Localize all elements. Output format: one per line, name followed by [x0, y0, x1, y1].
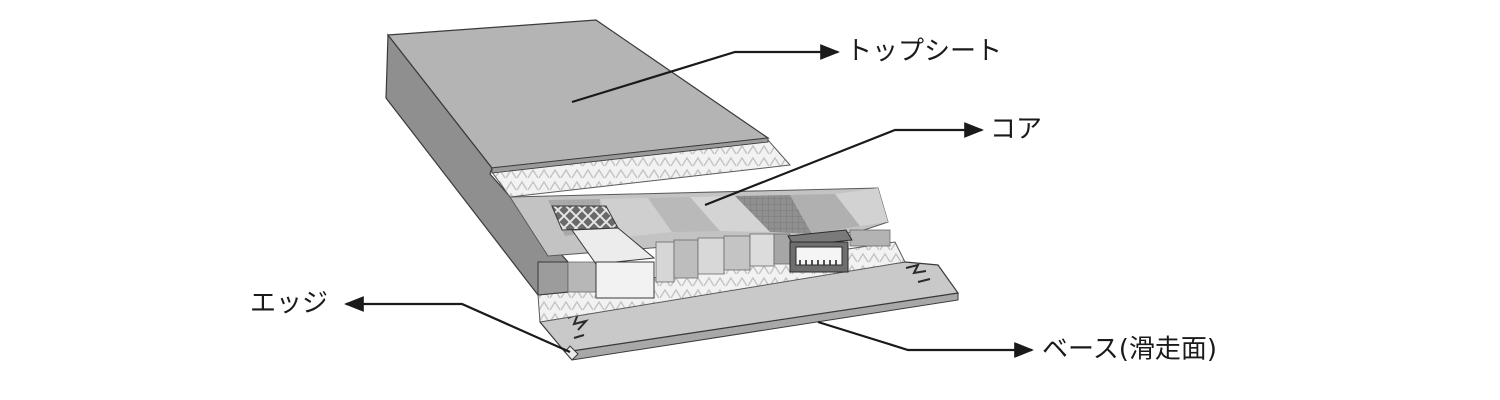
leader-line-base — [817, 320, 1034, 358]
core-front-stripe-1 — [567, 261, 597, 293]
edge-hook-right — [905, 263, 927, 275]
sidewall-front-face — [537, 261, 569, 296]
core-white-block-front — [595, 261, 655, 299]
leader-line-core — [704, 122, 984, 207]
core-front-stripe-8 — [849, 229, 891, 247]
core-strip-3 — [648, 197, 720, 232]
top-sheet-front-edge — [491, 137, 769, 174]
core-mesh-insert — [551, 205, 619, 231]
core-front-stripe-7 — [773, 233, 791, 265]
core-strip-7 — [835, 188, 888, 226]
core-box-teeth — [799, 260, 837, 265]
label-core: コア — [990, 115, 1042, 145]
core-box-window — [795, 246, 843, 266]
edge-hook-left-lower — [573, 334, 585, 339]
steel-edge-strip — [564, 345, 579, 361]
core-layer — [509, 187, 891, 299]
callout-base: ベース(滑走面) — [817, 320, 1217, 365]
callout-core: コア — [704, 115, 1042, 207]
core-strip-6 — [790, 194, 860, 234]
callout-top-sheet: トップシート — [571, 37, 1002, 104]
label-edge: エッジ — [250, 289, 328, 319]
core-front-stripe-6 — [749, 233, 775, 267]
label-base: ベース(滑走面) — [1042, 335, 1217, 365]
core-front-stripe-5 — [723, 235, 751, 271]
leader-line-top-sheet — [571, 44, 840, 104]
label-top-sheet: トップシート — [846, 37, 1002, 67]
callout-edge: エッジ — [250, 289, 571, 354]
core-front-stripe-4 — [697, 237, 725, 275]
edge-hook-right-lower — [917, 278, 931, 283]
leader-line-edge — [344, 296, 571, 354]
core-front-stripe-2 — [655, 241, 675, 283]
core-strip-5 — [735, 195, 812, 234]
top-sheet-layer — [386, 19, 770, 174]
core-white-block-top — [571, 227, 656, 265]
core-strip-4 — [690, 196, 770, 232]
core-front-stripe-3 — [673, 239, 699, 279]
